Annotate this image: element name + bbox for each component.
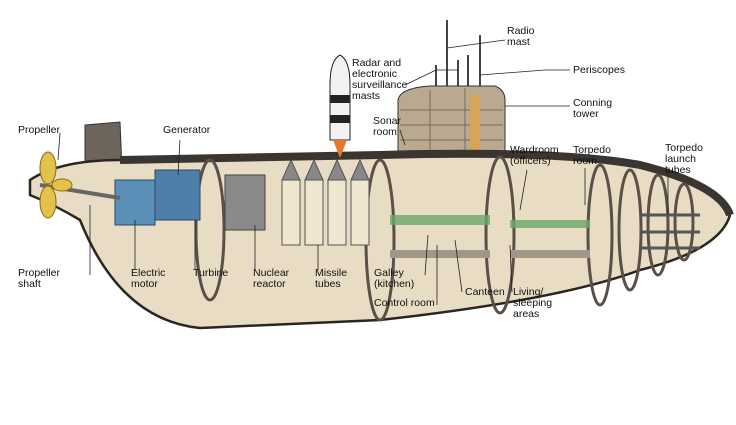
label-propeller-shaft: Propeller shaft bbox=[18, 267, 61, 290]
masts bbox=[435, 20, 481, 95]
label-torpedo-room: Torpedo room bbox=[573, 144, 611, 167]
missile-tubes bbox=[281, 158, 370, 246]
label-radio-mast: Radio mast bbox=[507, 25, 535, 48]
label-generator: Generator bbox=[163, 124, 211, 136]
label-propeller: Propeller bbox=[18, 124, 61, 136]
turbine bbox=[224, 174, 266, 231]
label-wardroom: Wardroom (officers) bbox=[510, 144, 559, 167]
label-electric-motor: Electric motor bbox=[131, 267, 166, 290]
generator bbox=[154, 169, 201, 221]
label-control-room: Control room bbox=[374, 297, 435, 309]
label-torpedo-launch-tubes: Torpedo launch tubes bbox=[665, 142, 703, 176]
label-canteen: Canteen bbox=[465, 286, 505, 298]
electric-motor bbox=[114, 179, 156, 226]
conning-tower bbox=[397, 85, 506, 161]
label-sonar-room: Sonar room bbox=[373, 115, 402, 138]
label-galley: Galley (kitchen) bbox=[374, 267, 415, 290]
label-turbine: Turbine bbox=[193, 267, 229, 279]
launched-missile bbox=[329, 54, 351, 158]
label-missile-tubes: Missile tubes bbox=[315, 267, 348, 290]
label-nuclear-reactor: Nuclear reactor bbox=[253, 267, 290, 290]
propeller bbox=[39, 151, 73, 219]
label-living-areas: Living/ sleeping areas bbox=[513, 286, 553, 320]
label-conning-tower: Conning tower bbox=[573, 97, 613, 120]
label-periscopes: Periscopes bbox=[573, 64, 625, 76]
label-radar-masts: Radar and electronic surveillance masts bbox=[352, 57, 408, 102]
